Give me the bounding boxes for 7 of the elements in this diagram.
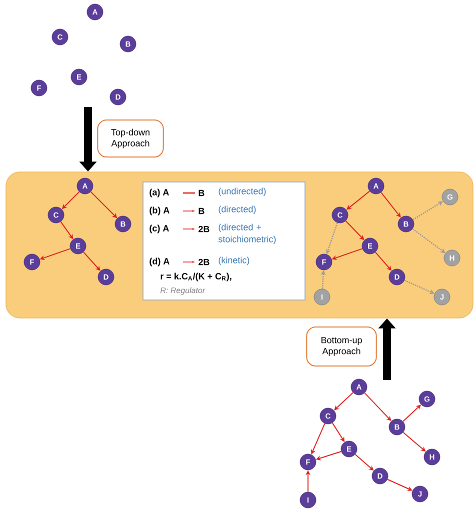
legend-box: (a) A B (undirected) (b) A B (directed) (c) A 2B (directed + stoichiometric) (d) A 2B (kinetic) r = k.C$_{A}$/(K + C$_{R}$), R: Regulator	[142, 182, 306, 300]
callout-box: Bottom-up Approach	[306, 326, 377, 366]
arrow	[83, 252, 100, 271]
arrow	[334, 392, 354, 410]
arrow	[404, 280, 434, 294]
callout-box: Top-down Approach	[97, 120, 164, 158]
arrow	[402, 404, 421, 422]
